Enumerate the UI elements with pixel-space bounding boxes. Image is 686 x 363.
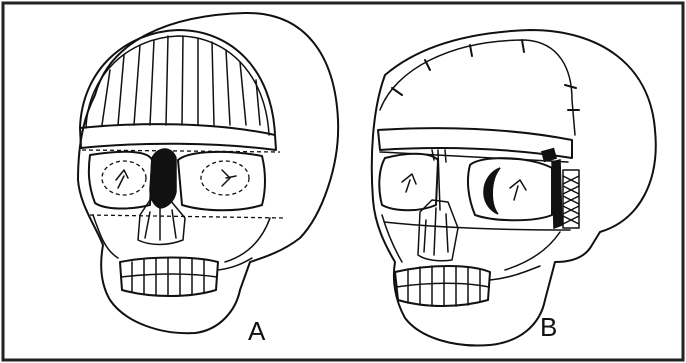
panel-b-skull: B: [372, 30, 656, 346]
panel-a-left-optic-mark: [116, 170, 128, 188]
panel-a-lower-osteotomy-line: [90, 215, 285, 218]
panel-b-suture-marks: [392, 40, 579, 110]
panel-b-cranium-outline: [372, 30, 656, 346]
panel-b-mesh-graft: [563, 170, 579, 228]
panel-b-right-cheek: [505, 232, 560, 270]
panel-a-maxilla-lines: [145, 205, 176, 240]
panel-a-nasal-cavity-shaded: [150, 149, 176, 208]
panel-b-maxilla-lines: [424, 208, 448, 255]
panel-b-right-orbit: [468, 158, 552, 220]
panel-b-left-optic-mark: [402, 174, 416, 192]
panel-b-label: B: [540, 312, 557, 342]
panel-a-teeth-midline: [121, 274, 217, 277]
panel-a-right-optic-mark: [222, 170, 236, 186]
panel-a-teeth-divisions: [132, 259, 204, 296]
panel-b-plate-clip: [542, 149, 556, 162]
panel-b-jaw-line: [490, 266, 540, 280]
panel-a-right-cheek: [225, 218, 270, 262]
panel-a-right-orbit-dashed: [201, 161, 249, 195]
figure-frame: [3, 3, 683, 360]
panel-a-left-orbit-dashed: [102, 161, 146, 195]
panel-b-orbital-implant: [484, 168, 500, 214]
panel-a-skull: A: [78, 13, 338, 346]
panel-a-forehead-band: [80, 124, 276, 150]
panel-a-left-cheek: [93, 215, 118, 258]
panel-a-left-orbit: [89, 152, 152, 209]
panel-b-lateral-plate: [552, 160, 562, 228]
panel-b-teeth-divisions: [408, 266, 480, 306]
panel-b-teeth-midline: [396, 283, 489, 287]
panel-b-craniotomy-seam: [380, 40, 575, 135]
panel-a-label: A: [248, 316, 266, 346]
panel-b-right-optic-mark: [510, 180, 526, 200]
